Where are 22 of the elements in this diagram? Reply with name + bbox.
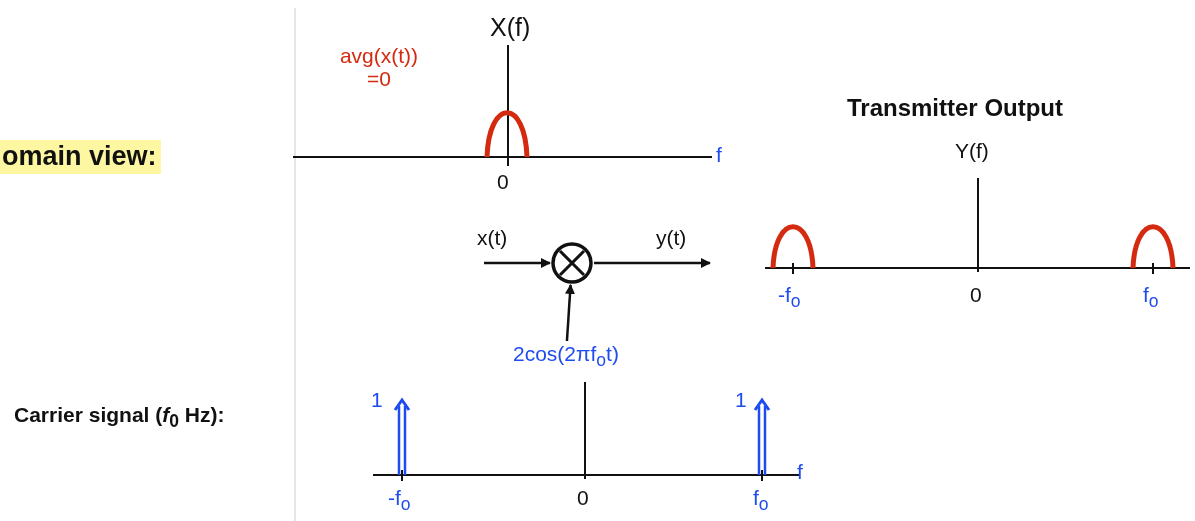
multiplier-circle xyxy=(551,242,593,284)
heading: omain view: xyxy=(0,140,161,174)
plot-title: Transmitter Output xyxy=(847,95,1063,122)
signal-label: 2cos(2πf$_{o}$t) xyxy=(513,342,619,371)
axis-label: X(f) xyxy=(490,14,531,42)
tick-label: 0 xyxy=(577,486,589,510)
tick-label: -f$_{o}$ xyxy=(388,486,411,515)
tick-label: f$_{o}$ xyxy=(1143,283,1159,312)
annotation: avg(x(t)) =0 xyxy=(338,44,420,91)
arrow xyxy=(594,258,711,268)
tick-label: f$_{o}$ xyxy=(753,486,769,515)
arrow xyxy=(484,258,551,268)
tick-label: -f$_{o}$ xyxy=(778,283,801,312)
value-label: 1 xyxy=(371,388,383,412)
axis-label: f xyxy=(716,143,722,167)
row-label: Carrier signal (f$_{0}$ Hz): xyxy=(14,403,225,432)
axis-label: Y(f) xyxy=(955,139,989,163)
axis-label: f xyxy=(797,460,803,484)
tick-label: 0 xyxy=(970,283,982,307)
tick-label: 0 xyxy=(497,170,509,194)
value-label: 1 xyxy=(735,388,747,412)
arrow xyxy=(565,283,575,342)
